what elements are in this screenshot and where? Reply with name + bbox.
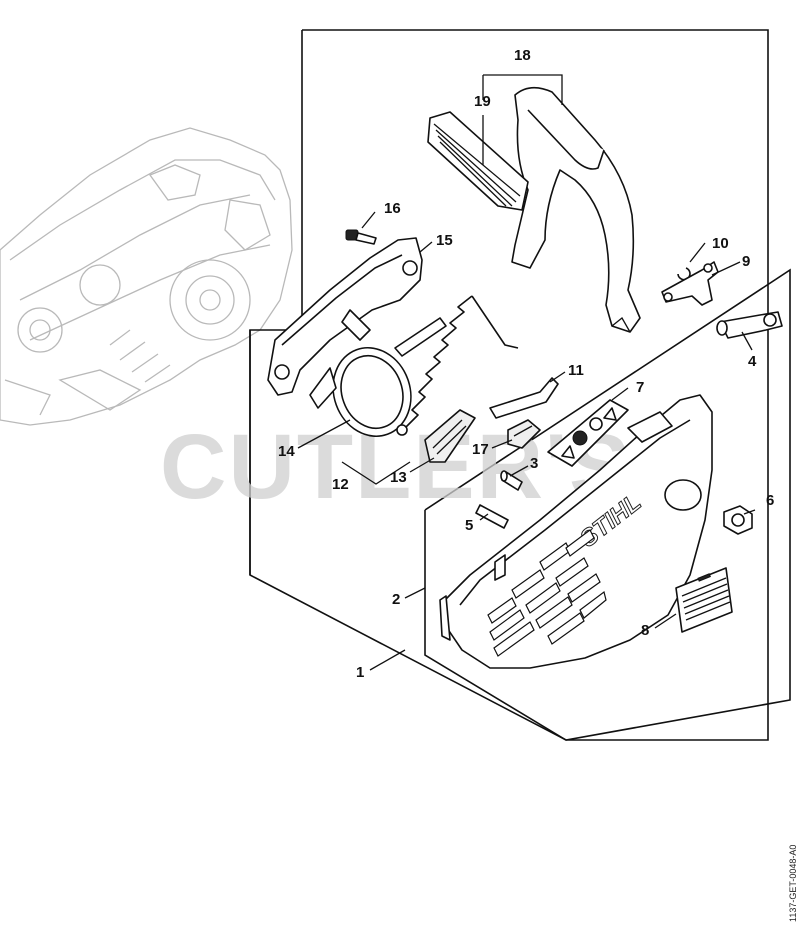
cover-subassembly-frame <box>424 268 791 741</box>
warning-label <box>547 399 629 467</box>
engine-housing-background <box>0 127 293 426</box>
leaf-spring <box>489 377 559 419</box>
callout-labels: 18 19 16 15 10 9 4 11 7 14 17 3 13 12 6 … <box>278 47 774 681</box>
spring-holder <box>424 409 476 463</box>
hand-guard-label <box>427 111 529 211</box>
document-id: 1137-GET-0048-A0 <box>788 845 798 922</box>
screw <box>345 229 377 245</box>
callout-5: 5 <box>465 517 473 534</box>
cylindrical-pin <box>475 504 509 529</box>
info-plate <box>675 567 733 633</box>
callout-7: 7 <box>636 379 644 396</box>
sprocket-cover: STIHL <box>439 394 713 669</box>
brake-lever <box>661 261 719 306</box>
slide-block <box>507 419 541 449</box>
callout-19: 19 <box>474 93 491 110</box>
leader-lines <box>297 74 756 671</box>
callout-3: 3 <box>530 455 538 472</box>
callout-8: 8 <box>641 622 649 639</box>
callout-12: 12 <box>332 476 349 493</box>
spring <box>396 295 519 436</box>
brake-housing <box>267 237 423 396</box>
watermark: CUTLER'S <box>160 416 632 518</box>
callout-6: 6 <box>766 492 774 509</box>
callout-2: 2 <box>392 591 400 608</box>
callout-16: 16 <box>384 200 401 217</box>
callout-13: 13 <box>390 469 407 486</box>
brake-band <box>309 317 447 438</box>
callout-9: 9 <box>742 253 750 270</box>
callout-4: 4 <box>748 353 757 370</box>
callout-14: 14 <box>278 443 295 460</box>
cooling-vents <box>487 529 607 657</box>
collar-nut <box>723 505 753 535</box>
callout-18: 18 <box>514 47 531 64</box>
hand-guard <box>511 86 641 333</box>
callout-17: 17 <box>472 441 489 458</box>
callout-1: 1 <box>356 664 364 681</box>
sleeve-pin <box>500 470 523 491</box>
callout-10: 10 <box>712 235 729 252</box>
callout-11: 11 <box>568 362 584 379</box>
callout-15: 15 <box>436 232 453 249</box>
bellcrank <box>716 311 783 339</box>
